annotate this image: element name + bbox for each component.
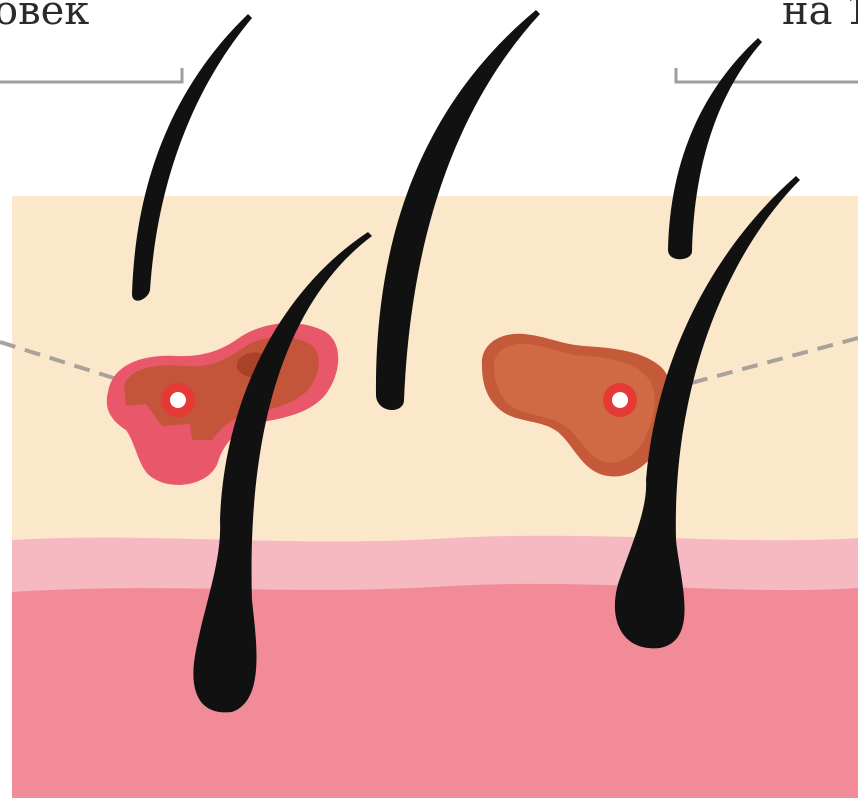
left-caption: овек — [0, 0, 89, 34]
dermis-layer — [12, 584, 858, 798]
target-marker-center — [612, 392, 628, 408]
target-marker-center — [170, 392, 186, 408]
left-bracket — [0, 68, 182, 82]
right-caption: на 10 — [782, 0, 858, 34]
right-bracket — [676, 68, 858, 82]
